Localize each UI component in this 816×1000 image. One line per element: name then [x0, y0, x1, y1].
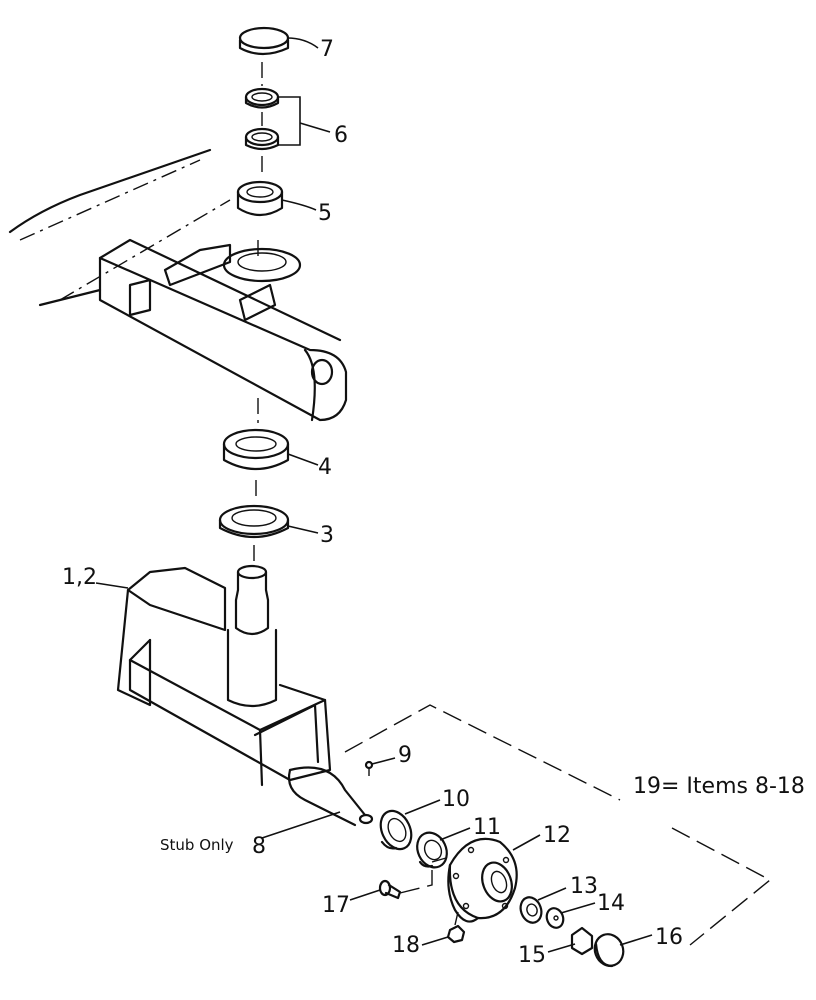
callout-3: 3 [320, 523, 334, 548]
callout-10: 10 [442, 787, 470, 812]
callout-11: 11 [473, 815, 501, 840]
callout-16: 16 [655, 925, 683, 950]
axle-beam [8, 148, 348, 422]
part-17-bolt [378, 857, 447, 900]
part-5-bearing [236, 180, 284, 217]
callout-7: 7 [320, 37, 334, 62]
callout-12: 12 [543, 823, 571, 848]
part-1-2-stub-axle [116, 564, 374, 827]
callout-5: 5 [318, 201, 332, 226]
part-11-bearing [416, 831, 448, 869]
part-9-nipple [364, 760, 374, 776]
part-13-washer [519, 896, 543, 924]
part-18-nut [446, 911, 466, 944]
callout-17: 17 [322, 893, 350, 918]
part-3-washer [218, 504, 290, 565]
part-16-cap [593, 933, 625, 968]
callout-18: 18 [392, 933, 420, 958]
callout-13: 13 [570, 874, 598, 899]
callout-6: 6 [334, 123, 348, 148]
callout-8: 8 [252, 834, 266, 859]
part-4-bearing [222, 398, 290, 500]
callout-labels: 7 6 5 4 3 1,2 9 10 11 12 13 14 15 16 17 … [62, 37, 805, 968]
leader-lines [95, 37, 653, 953]
kit-label: 19= Items 8-18 [633, 774, 805, 799]
part-6-seals [244, 87, 280, 176]
stub-only-label: Stub Only [160, 836, 234, 854]
part-12-hub [447, 837, 518, 923]
part-7-cap [238, 26, 290, 86]
callout-9: 9 [398, 743, 412, 768]
callout-15: 15 [518, 943, 546, 968]
part-14-washer [545, 907, 565, 929]
callout-4: 4 [318, 455, 332, 480]
part-15-nut [570, 926, 594, 956]
kit-bracket [344, 704, 772, 946]
callout-14: 14 [597, 891, 625, 916]
callout-1-2: 1,2 [62, 565, 97, 590]
part-10-seal [379, 809, 413, 851]
